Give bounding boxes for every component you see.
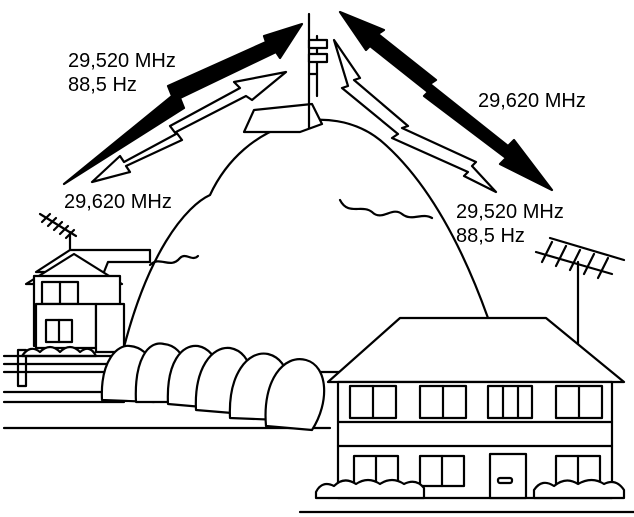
right-hedges [314, 478, 626, 500]
left-tv-antenna [38, 212, 78, 252]
repeater-hut [242, 102, 324, 134]
downlink-arrow-right [332, 38, 498, 194]
uplink-left-tone-label: 88,5 Hz [68, 74, 137, 96]
right-tv-antenna [534, 236, 626, 348]
left-house [2, 248, 152, 388]
repeater-tower [307, 12, 329, 130]
uplink-arrow-right [338, 10, 554, 192]
uplink-right-frequency-label: 29,520 MHz [456, 201, 564, 223]
mountain-snow-line [338, 198, 434, 220]
downlink-left-frequency-label: 29,620 MHz [64, 191, 172, 213]
uplink-right-tone-label: 88,5 Hz [456, 225, 525, 247]
downlink-right-frequency-label: 29,620 MHz [478, 90, 586, 112]
mountain-ridge-line [148, 254, 200, 267]
tree-row [100, 342, 326, 432]
right-house [326, 316, 626, 500]
ground-lines [2, 370, 332, 430]
uplink-left-frequency-label: 29,520 MHz [68, 50, 176, 72]
uplink-arrow-left [62, 22, 304, 186]
downlink-arrow-left [90, 70, 288, 184]
